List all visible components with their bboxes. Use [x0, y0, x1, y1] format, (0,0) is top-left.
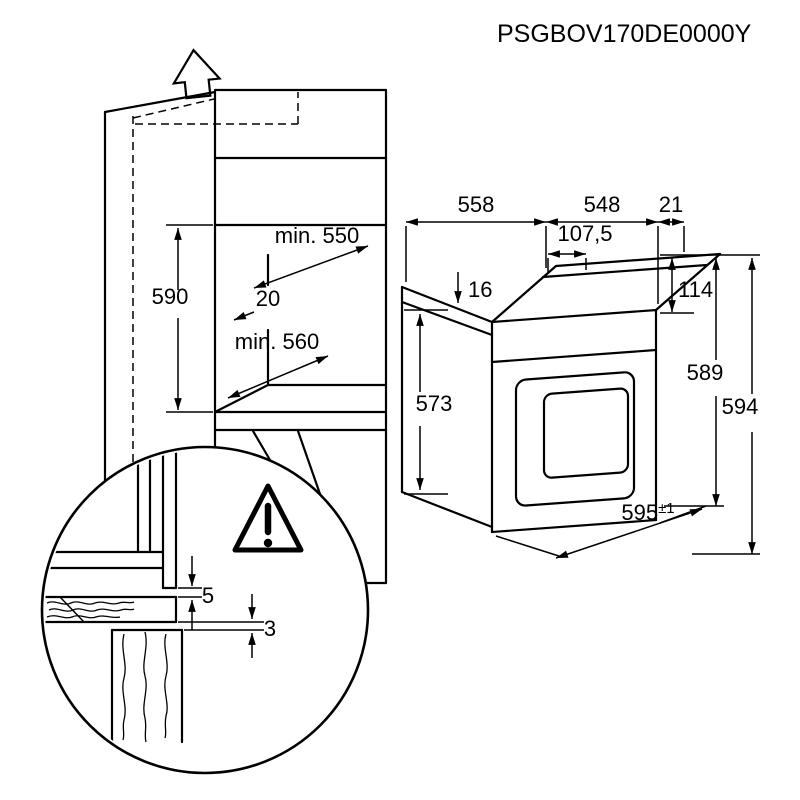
top-depth-label: 558	[458, 192, 495, 217]
top-clearance-label: 20	[256, 286, 280, 311]
front-width-label: 595±1	[621, 500, 674, 525]
top-rear-depth-label: 107,5	[557, 221, 612, 246]
rear-gap-label: 5	[202, 583, 214, 608]
exclamation-dot	[263, 538, 273, 548]
part-number-label: PSGBOV170DE0000Y	[497, 20, 752, 48]
niche-depth-bottom-label: min. 560	[235, 329, 319, 354]
control-panel-height-label: 114	[678, 277, 713, 302]
front-height-label: 589	[687, 360, 724, 385]
overall-height-label: 594	[722, 394, 759, 419]
oven-door-glass	[542, 387, 630, 479]
top-width-label: 548	[584, 192, 621, 217]
warning-triangle-icon	[232, 483, 304, 553]
detail-section: 5 3	[45, 450, 276, 744]
detail-callout: 5 3	[40, 445, 370, 775]
niche-dimensions: 590 min. 550 20 min. 560	[152, 223, 369, 413]
detail-leader	[251, 429, 322, 496]
carcass-height-label: 573	[416, 391, 453, 416]
oven-front-face	[490, 308, 658, 534]
niche-depth-top-label: min. 550	[275, 223, 359, 248]
niche-height-label: 590	[152, 284, 189, 309]
detail-circle	[40, 445, 370, 775]
bottom-gap-label: 3	[264, 616, 276, 641]
rear-lip-label: 21	[659, 192, 683, 217]
removal-direction-arrow-icon	[171, 48, 222, 100]
oven-door-window	[514, 371, 636, 507]
top-step-label: 16	[468, 277, 492, 302]
oven-drawing	[400, 252, 722, 534]
oven-dimensions: 558 548 21 107,5 16 114 573 589 594	[404, 192, 760, 559]
